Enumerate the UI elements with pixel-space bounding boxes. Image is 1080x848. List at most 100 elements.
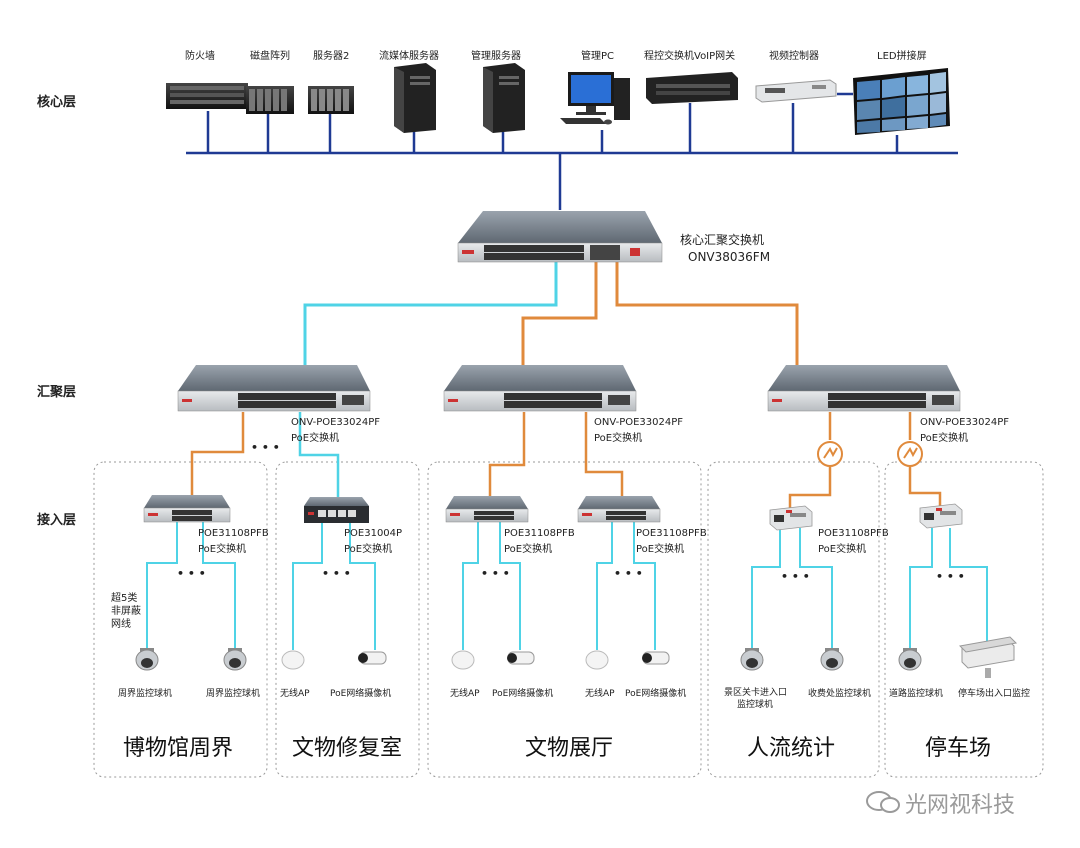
- agg-switch-type: PoE交换机: [594, 433, 643, 444]
- zone-boxes: [93, 461, 1044, 778]
- desktop-pc-icon: [560, 72, 630, 125]
- endpoint-label: 道路监控球机: [889, 689, 944, 699]
- device-label-server2: 服务器2: [313, 51, 350, 62]
- access-switch-type: PoE交换机: [818, 544, 867, 555]
- cable-note-line3: 网线: [111, 619, 131, 630]
- server-icon: [308, 86, 354, 114]
- zone-box-people-counting: [707, 461, 880, 778]
- wechat-logo-icon: [864, 790, 904, 814]
- access-switch-type: PoE交换机: [636, 544, 685, 555]
- cable-note-line1: 超5类: [111, 593, 138, 604]
- agg-ellipsis: • • •: [251, 441, 280, 454]
- zone-title-parking: 停车场: [925, 736, 992, 761]
- endpoint-label: 停车场出入口监控: [958, 689, 1031, 699]
- access-switch-type: PoE交换机: [504, 544, 553, 555]
- access-switch-model: POE31004P: [344, 528, 403, 539]
- dome-camera-icon: [898, 648, 922, 671]
- device-label-led-wall: LED拼接屏: [877, 51, 927, 62]
- device-label-voip-gateway: 程控交换机VoIP网关: [644, 51, 736, 62]
- aggregation-switch-icon: [177, 365, 371, 412]
- core-switch-icon: [457, 211, 663, 263]
- zone-box-restoration-room: [275, 461, 420, 778]
- access-ellipsis: • • •: [481, 567, 510, 580]
- zone-title-restoration-room: 文物修复室: [292, 736, 403, 761]
- access-switch-model: POE31108PFB: [198, 528, 269, 539]
- zone-title-people-counting: 人流统计: [747, 736, 836, 761]
- endpoint-links: [146, 522, 988, 650]
- bullet-camera-icon: [642, 651, 670, 665]
- access-uplinks: [190, 412, 942, 510]
- aggregation-uplinks: [303, 262, 799, 365]
- endpoint-label: 周界监控球机: [206, 689, 261, 699]
- device-label-video-controller: 视频控制器: [769, 51, 819, 62]
- zone-box-parking: [884, 461, 1044, 778]
- endpoint-label: 景区关卡进入口: [724, 688, 788, 698]
- wireless-ap-icon: [585, 650, 609, 670]
- access-switch-type: PoE交换机: [344, 544, 393, 555]
- aggregation-switch-icon: [443, 365, 637, 412]
- access-switch-icon: [445, 496, 529, 523]
- voip-gateway-icon: [646, 72, 738, 104]
- access-switch-model: POE31108PFB: [818, 528, 889, 539]
- core-switch-name: 核心汇聚交换机: [680, 233, 765, 247]
- layer-label-core: 核心层: [37, 95, 77, 110]
- endpoint-label: 无线AP: [280, 689, 310, 699]
- zone-title-exhibition-hall: 文物展厅: [525, 736, 614, 761]
- device-label-management-pc: 管理PC: [581, 51, 615, 62]
- access-ellipsis: • • •: [322, 567, 351, 580]
- dome-camera-icon: [740, 648, 764, 671]
- cable-note-line2: 非屏蔽: [111, 606, 141, 617]
- firewall-icon: [166, 83, 248, 109]
- device-label-management-server: 管理服务器: [471, 51, 521, 62]
- media-converter-icon: [769, 505, 813, 531]
- access-ellipsis: • • •: [936, 570, 965, 583]
- aggregation-switch-icon: [767, 365, 961, 412]
- bullet-camera-icon: [507, 651, 535, 665]
- wireless-ap-icon: [451, 650, 475, 670]
- endpoint-label: 无线AP: [585, 689, 615, 699]
- wireless-ap-icon: [281, 650, 305, 670]
- tower-server-icon: [483, 63, 525, 133]
- device-label-disk-array: 磁盘阵列: [250, 51, 290, 62]
- endpoint-label: PoE网络摄像机: [330, 689, 392, 699]
- agg-switch-model: ONV-POE33024PF: [291, 417, 381, 428]
- tower-server-icon: [394, 63, 436, 133]
- endpoint-label: PoE网络摄像机: [492, 689, 554, 699]
- core-bus: [186, 92, 958, 210]
- zone-box-museum-perimeter: [93, 461, 268, 778]
- zone-box-exhibition-hall: [427, 461, 702, 778]
- endpoint-label: 收费处监控球机: [808, 689, 872, 699]
- access-switch-model: POE31108PFB: [636, 528, 707, 539]
- box-camera-icon: [958, 636, 1018, 678]
- watermark-text: 光网视科技: [905, 793, 1016, 818]
- dome-camera-icon: [223, 648, 247, 671]
- access-switch-model: POE31108PFB: [504, 528, 575, 539]
- layer-label-access: 接入层: [37, 513, 77, 528]
- access-ellipsis: • • •: [177, 567, 206, 580]
- disk-array-icon: [246, 86, 294, 114]
- fiber-link-icon: [817, 441, 843, 467]
- agg-switch-model: ONV-POE33024PF: [594, 417, 684, 428]
- zone-title-museum-perimeter: 博物馆周界: [123, 736, 234, 761]
- device-label-streaming-server: 流媒体服务器: [379, 51, 439, 62]
- endpoint-label-line2: 监控球机: [737, 700, 774, 710]
- video-controller-icon: [755, 79, 837, 103]
- access-ellipsis: • • •: [781, 570, 810, 583]
- layer-label-aggregation: 汇聚层: [37, 385, 77, 400]
- access-ellipsis: • • •: [614, 567, 643, 580]
- dome-camera-icon: [135, 648, 159, 671]
- access-switch-type: PoE交换机: [198, 544, 247, 555]
- bullet-camera-icon: [358, 651, 387, 665]
- endpoint-label: 无线AP: [450, 689, 480, 699]
- access-switch-icon: [577, 496, 661, 523]
- agg-switch-type: PoE交换机: [291, 433, 340, 444]
- core-switch-model: ONV38036FM: [688, 250, 771, 264]
- core-devices: [166, 63, 950, 135]
- device-label-firewall: 防火墙: [185, 51, 215, 62]
- media-converter-icon: [919, 503, 963, 529]
- access-switch-icon: [304, 497, 369, 523]
- led-video-wall-icon: [853, 68, 950, 135]
- dome-camera-icon: [820, 648, 844, 671]
- agg-switch-type: PoE交换机: [920, 433, 969, 444]
